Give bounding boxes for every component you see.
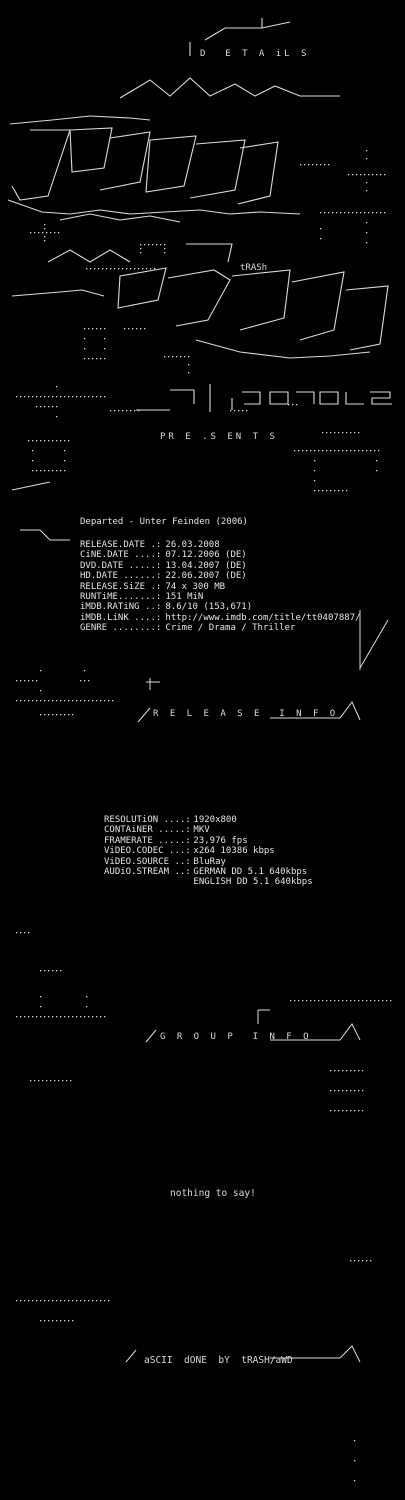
release-field: iMDB.RATiNG ..: 8.6/10 (153,671) — [80, 602, 361, 612]
ascii-credit: aSCII dONE bY tRASH/aWD — [144, 1355, 293, 1366]
field-key: GENRE ........: — [80, 623, 162, 634]
group-info-message: nothing to say! — [170, 1188, 256, 1199]
field-key: ViDEO.SOURCE ..: — [104, 856, 191, 867]
field-value: 23,976 fps — [193, 835, 248, 846]
info-field: ENGLISH DD 5.1 640kbps — [104, 877, 313, 888]
field-key: CiNE.DATE ....: — [80, 550, 162, 561]
field-key: AUDiO.STREAM ..: — [104, 867, 191, 878]
field-value: 22.06.2007 (DE) — [165, 571, 247, 582]
release-info-list: RESOLUTiON ....: 1920x800 CONTAiNER ....… — [104, 815, 313, 888]
field-key: iMDB.RATiNG ..: — [80, 602, 162, 613]
imdb-link[interactable]: http://www.imdb.com/title/tt0407887/ — [165, 612, 361, 623]
field-value: 07.12.2006 (DE) — [165, 550, 247, 561]
field-key: RELEASE.SiZE .: — [80, 581, 162, 592]
field-value: MKV — [193, 825, 210, 836]
field-key: RUNTiME.......: — [80, 592, 162, 603]
field-key: ViDEO.CODEC ...: — [104, 846, 191, 857]
release-field: DVD.DATE .....: 13.04.2007 (DE) — [80, 561, 361, 571]
group-info-header: G R O U P I N F O — [160, 1032, 312, 1042]
field-value: BluRay — [193, 856, 226, 867]
release-details-list: RELEASE.DATE .: 26.03.2008 CiNE.DATE ...… — [80, 540, 361, 634]
release-field: iMDB.LiNK ....: http://www.imdb.com/titl… — [80, 613, 361, 623]
field-value: x264 10386 kbps — [193, 846, 275, 857]
info-field: FRAMERATE .....: 23,976 fps — [104, 836, 313, 846]
info-field: ViDEO.CODEC ...: x264 10386 kbps — [104, 846, 313, 856]
release-field: RELEASE.DATE .: 26.03.2008 — [80, 540, 361, 550]
field-value: 8.6/10 (153,671) — [165, 602, 253, 613]
field-value: Crime / Drama / Thriller — [165, 623, 296, 634]
info-field: ViDEO.SOURCE ..: BluRay — [104, 857, 313, 867]
release-info-header: R E L E A S E I N F O — [153, 709, 339, 719]
release-title: Departed - Unter Feinden (2006) — [80, 517, 248, 527]
field-value: 74 x 300 MB — [165, 581, 226, 592]
release-field: GENRE ........: Crime / Drama / Thriller — [80, 623, 361, 633]
presents-line: PR E .S EN T S — [160, 432, 278, 442]
release-field: CiNE.DATE ....: 07.12.2006 (DE) — [80, 550, 361, 560]
field-key: CONTAiNER .....: — [104, 825, 191, 836]
details-word: D E T A iL S — [200, 49, 310, 59]
side-frame-art — [11, 432, 389, 723]
field-key: RESOLUTiON ....: — [104, 815, 191, 825]
info-field: RESOLUTiON ....: 1920x800 — [104, 815, 313, 825]
field-key: FRAMERATE .....: — [104, 835, 191, 846]
field-value: ENGLISH DD 5.1 640kbps — [193, 877, 313, 888]
banner-logo-art — [7, 18, 392, 418]
release-field: HD.DATE ......: 22.06.2007 (DE) — [80, 571, 361, 581]
field-value: 26.03.2008 — [165, 540, 220, 550]
field-key: DVD.DATE .....: — [80, 560, 162, 571]
release-field: RUNTiME.......: 151 MiN — [80, 592, 361, 602]
field-value: 151 MiN — [165, 592, 204, 603]
field-key: iMDB.LiNK ....: — [80, 612, 162, 623]
field-value: GERMAN DD 5.1 640kbps — [193, 867, 308, 878]
field-key: RELEASE.DATE .: — [80, 540, 162, 550]
info-field: AUDiO.STREAM ..: GERMAN DD 5.1 640kbps — [104, 867, 313, 877]
field-value: 1920x800 — [193, 815, 237, 825]
field-key: HD.DATE ......: — [80, 571, 162, 582]
release-field: RELEASE.SiZE .: 74 x 300 MB — [80, 582, 361, 592]
info-field: CONTAiNER .....: MKV — [104, 825, 313, 835]
lower-frame-art — [16, 932, 392, 1482]
field-value: 13.04.2007 (DE) — [165, 560, 247, 571]
trash-tag: tRASh — [240, 263, 268, 273]
